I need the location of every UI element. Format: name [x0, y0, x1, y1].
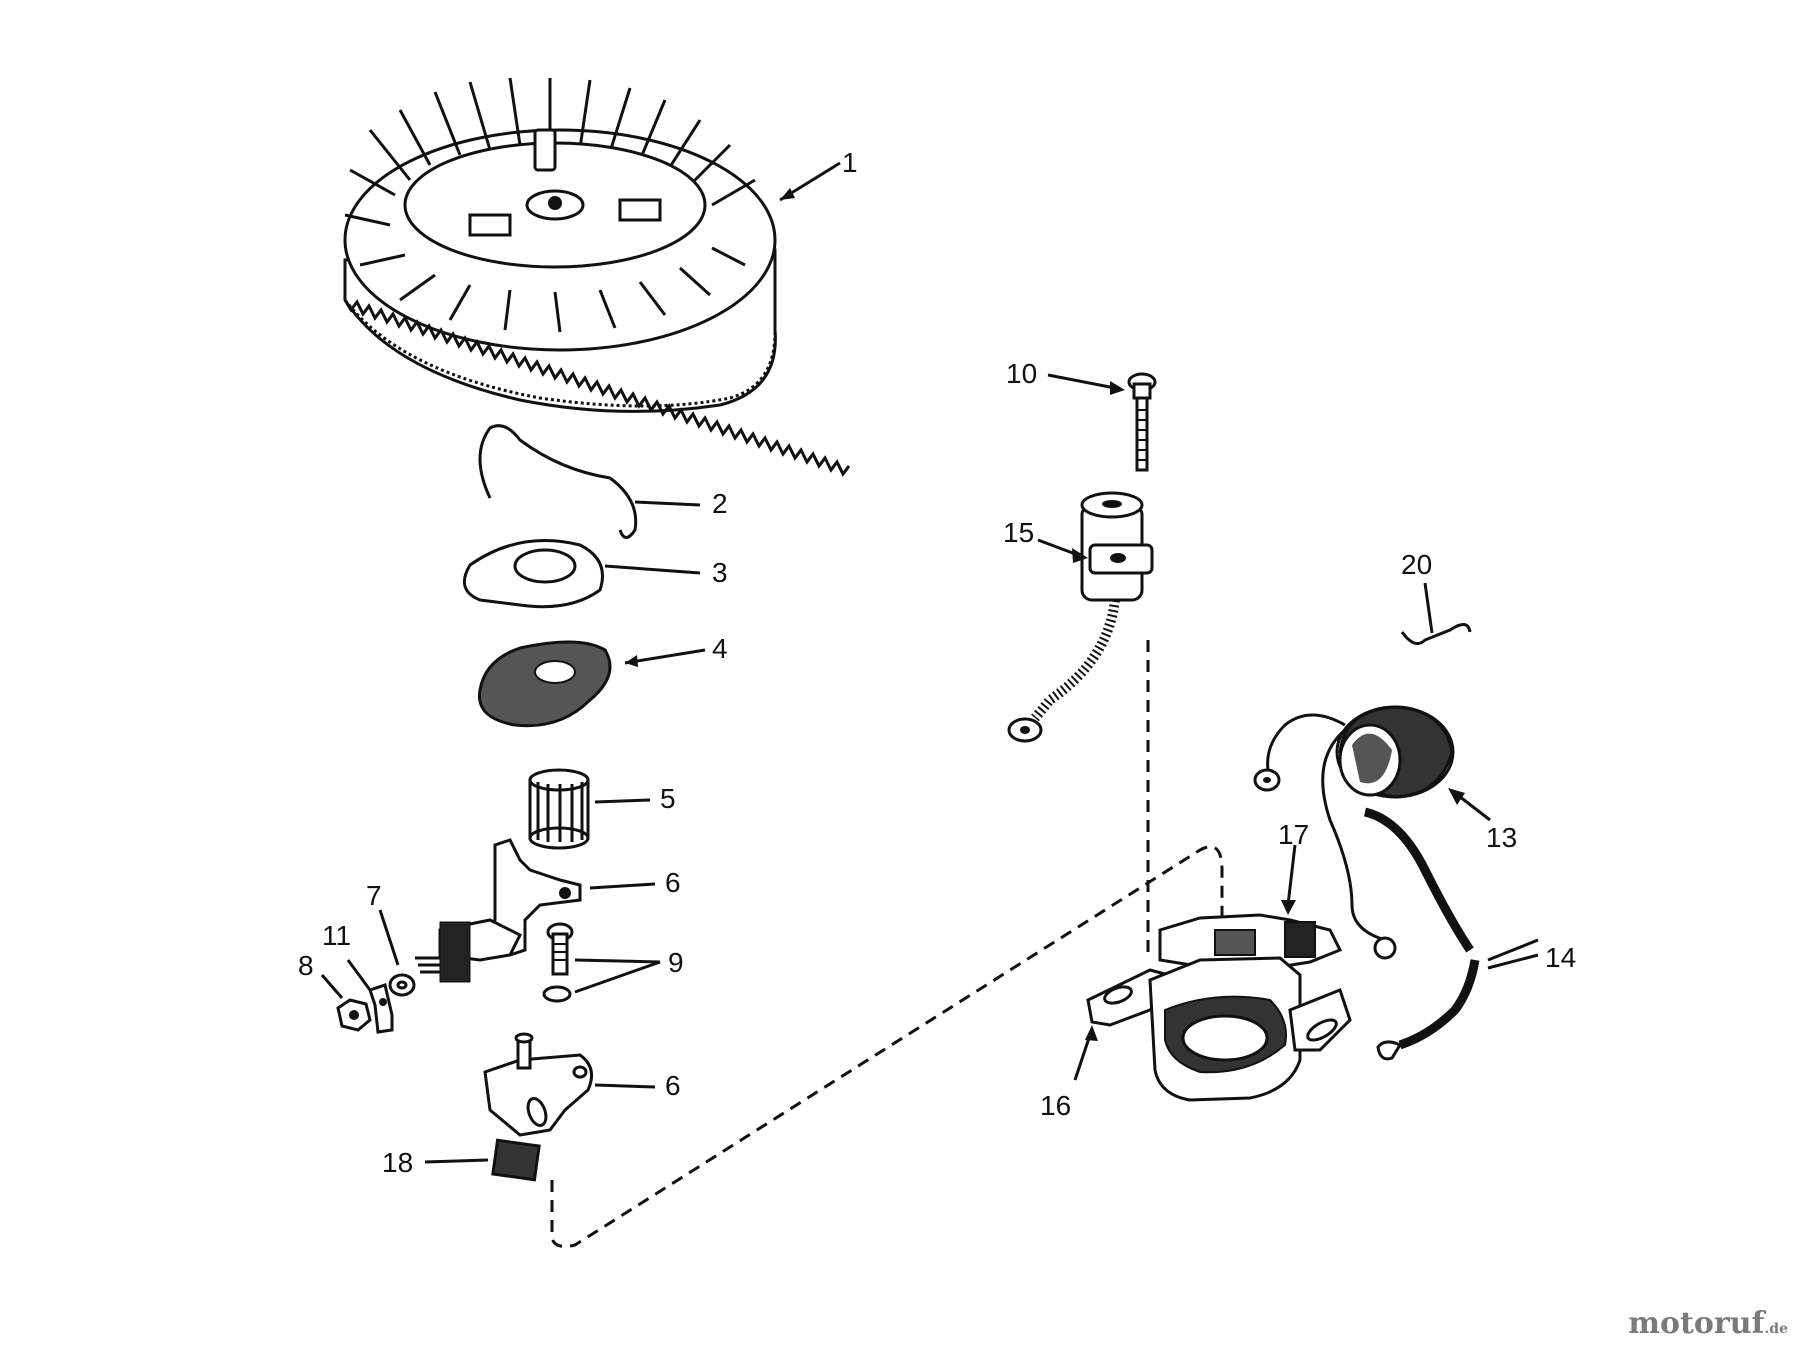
condenser-part	[1007, 491, 1154, 743]
terminal-hole	[379, 998, 387, 1006]
label-14: 14	[1545, 942, 1576, 973]
leader-line-11	[346, 959, 372, 991]
label-13: 13	[1486, 822, 1517, 853]
washer-part	[388, 973, 416, 997]
label-5: 5	[660, 783, 676, 814]
label-3: 3	[712, 557, 728, 588]
leader-line-10	[1047, 373, 1116, 390]
label-7: 7	[366, 880, 382, 911]
breaker-box-part	[1158, 913, 1343, 972]
arrowhead-17	[1281, 900, 1296, 915]
leader-line-14b	[1487, 953, 1539, 970]
washer-hole	[396, 980, 408, 990]
arrowhead-13	[1448, 788, 1465, 805]
screw-part	[546, 922, 574, 976]
arrowhead-16	[1085, 1025, 1098, 1041]
label-20: 20	[1401, 549, 1432, 580]
label-11: 11	[322, 920, 351, 951]
cover-part	[462, 539, 604, 609]
label-15: 15	[1003, 517, 1034, 548]
leader-line-2	[634, 500, 701, 507]
label-8: 8	[298, 950, 314, 981]
label-2: 2	[712, 488, 728, 519]
label-18: 18	[382, 1147, 413, 1178]
nut-hole	[349, 1010, 359, 1020]
bushing-part	[528, 768, 590, 850]
ground-wire-part	[1363, 807, 1480, 1061]
leader-line-20	[1423, 582, 1434, 634]
breaker-arm-part	[415, 838, 582, 983]
leader-line-4	[624, 648, 706, 665]
label-9: 9	[668, 947, 684, 978]
label-6b: 6	[665, 1070, 681, 1101]
watermark-logo: motoruf.de	[1628, 1306, 1788, 1341]
wire-clip-part	[1400, 623, 1472, 646]
leader-line-18	[424, 1158, 489, 1164]
leader-line-9b	[574, 960, 661, 994]
arrowhead-1	[780, 188, 795, 200]
label-17: 17	[1278, 819, 1309, 850]
flywheel-part	[343, 77, 851, 477]
leader-line-8	[320, 974, 344, 999]
watermark-text: motoruf	[1628, 1306, 1765, 1341]
leader-line-6a	[589, 882, 656, 890]
breaker-plate-part	[483, 1032, 594, 1137]
leader-line-14a	[1487, 938, 1539, 962]
ignition-coil-part	[1253, 705, 1455, 960]
leader-line-9a	[574, 958, 661, 964]
label-10: 10	[1006, 358, 1037, 389]
felt-pad-part	[491, 1138, 541, 1182]
arrowhead-10	[1110, 381, 1125, 395]
leader-line-16	[1073, 1034, 1092, 1081]
arrowhead-4	[625, 655, 638, 667]
leader-line-17	[1286, 844, 1297, 906]
leader-line-6b	[594, 1083, 656, 1089]
felt-gasket-part	[477, 640, 612, 728]
leader-line-3	[604, 564, 701, 575]
watermark-suffix: .de	[1764, 1321, 1788, 1337]
label-6a: 6	[665, 867, 681, 898]
arrowhead-15	[1072, 548, 1088, 563]
leader-line-5	[594, 798, 651, 804]
label-4: 4	[712, 633, 728, 664]
terminal-part	[368, 983, 394, 1034]
leader-line-15	[1037, 538, 1079, 557]
alignment-dashed-line	[550, 845, 1224, 1248]
label-16: 16	[1040, 1090, 1071, 1121]
lock-washer-part	[542, 985, 572, 1003]
spring-clip-part	[478, 424, 638, 539]
label-1: 1	[842, 147, 858, 178]
leader-line-7	[378, 909, 400, 966]
condenser-screw-part	[1127, 372, 1157, 472]
breaker-base-part	[1086, 956, 1352, 1102]
